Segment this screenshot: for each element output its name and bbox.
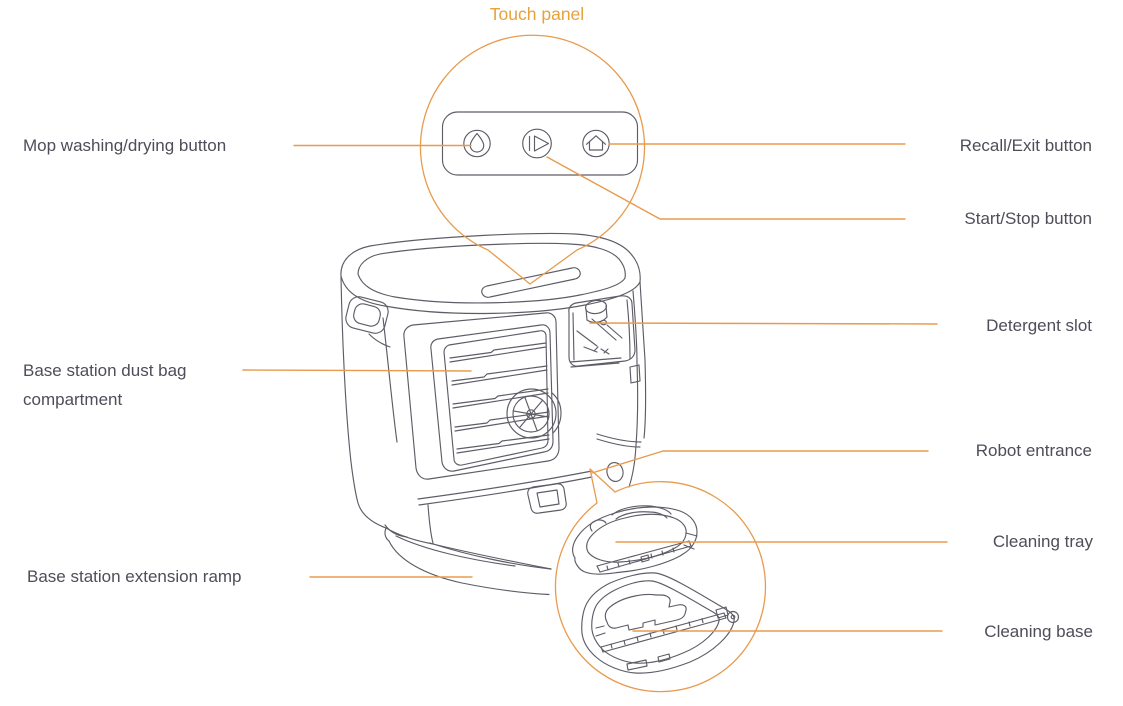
label-recall-exit-button: Recall/Exit button xyxy=(959,136,1092,155)
dust-bag-slats xyxy=(449,342,550,454)
leader-lines xyxy=(242,143,948,632)
magnifier-circle-top xyxy=(419,34,646,285)
cleaning-base-art xyxy=(581,572,740,674)
play-icon xyxy=(528,135,550,152)
water-drop-icon xyxy=(469,132,485,153)
side-handle-slot xyxy=(345,296,389,334)
home-icon xyxy=(585,135,607,151)
body-right-edge xyxy=(639,281,647,439)
leader-robot-entrance xyxy=(591,450,929,474)
body-left-edge xyxy=(340,276,387,529)
front-latch xyxy=(527,483,567,514)
label-start-stop-button: Start/Stop button xyxy=(964,209,1092,228)
label-detergent-slot: Detergent slot xyxy=(986,316,1092,335)
top-face-outline xyxy=(340,232,641,283)
leader-start-stop xyxy=(546,156,906,220)
label-touch-panel: Touch panel xyxy=(489,4,585,24)
dust-door-frame xyxy=(403,312,560,480)
label-extension-ramp: Base station extension ramp xyxy=(27,567,242,586)
device-line-art xyxy=(340,232,647,596)
mop-washing-drying-button xyxy=(463,129,491,158)
cleaning-tray-art xyxy=(572,505,698,575)
touch-panel-body xyxy=(441,111,639,176)
leader-detergent-slot xyxy=(589,322,938,325)
top-face-front-rim xyxy=(340,275,641,315)
extension-ramp xyxy=(384,524,552,596)
label-mop-washing-drying-button: Mop washing/drying button xyxy=(23,136,227,155)
base-pivot xyxy=(726,610,740,624)
touch-panel xyxy=(441,111,639,176)
start-stop-button xyxy=(522,128,552,159)
leader-dust-bag xyxy=(242,369,472,372)
dust-fan xyxy=(506,388,562,439)
recall-exit-button xyxy=(582,129,610,158)
magnifier-circle-bottom xyxy=(554,468,767,693)
label-cleaning-base: Cleaning base xyxy=(984,622,1093,641)
label-cleaning-tray: Cleaning tray xyxy=(992,532,1093,551)
robot-entrance-hole xyxy=(606,461,624,483)
label-robot-entrance: Robot entrance xyxy=(975,441,1092,460)
top-handle-strip xyxy=(481,267,581,298)
label-dust-bag-compartment: Base station dust bag compartment xyxy=(23,361,187,409)
